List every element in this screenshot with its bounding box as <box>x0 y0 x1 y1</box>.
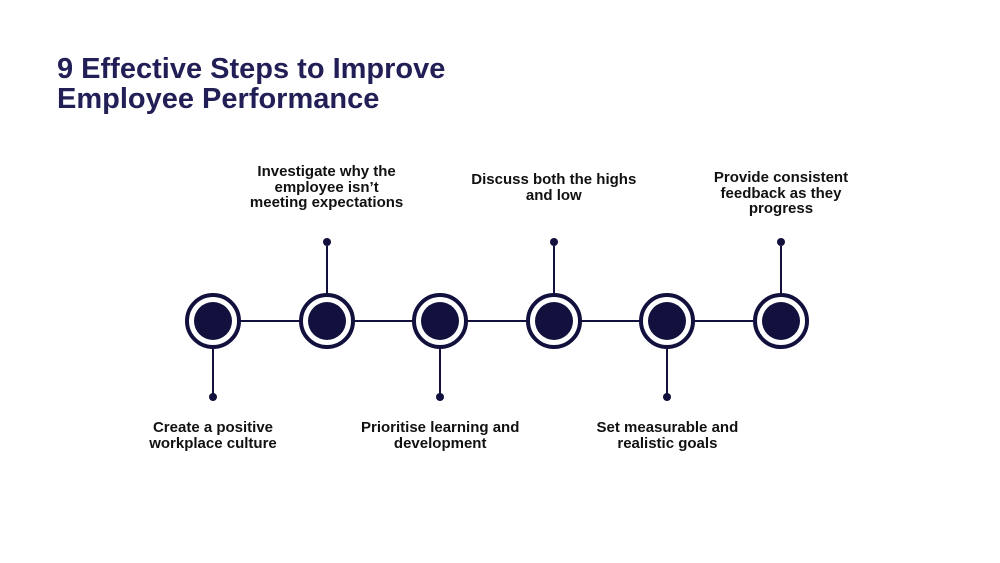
step-circle <box>525 293 582 349</box>
step-stem-dot <box>322 238 331 246</box>
step-stem-dot <box>777 238 785 246</box>
step-label-line: employee isn’t <box>274 178 379 196</box>
page-title: 9 Effective Steps to Improve Employee Pe… <box>57 54 445 114</box>
step-label-line: development <box>393 434 487 452</box>
step-circle-core <box>421 302 460 340</box>
step-label-line: progress <box>748 200 814 217</box>
step-label-line: Create a positive <box>152 419 274 436</box>
step-stem-dot <box>436 393 445 401</box>
step-circle-core <box>307 302 346 340</box>
step-circle-core <box>762 302 800 340</box>
step-label-line: and low <box>525 186 582 204</box>
step-stem-line <box>325 246 328 294</box>
step-label-line: feedback as they <box>720 184 842 202</box>
step-label-line: Prioritise learning and <box>361 419 520 436</box>
step-circle <box>185 293 241 349</box>
step-stem-line <box>666 349 669 395</box>
step-circle <box>298 293 355 349</box>
step-circle-core <box>194 302 232 340</box>
step-circle <box>639 293 696 349</box>
step-circle <box>753 293 809 349</box>
step-label-line: Investigate why the <box>257 163 396 180</box>
step-label-line: meeting expectations <box>249 194 404 211</box>
step-stem-line <box>439 349 442 395</box>
step-stem-dot <box>663 393 672 401</box>
step-circle-core <box>648 302 687 340</box>
step-label-line: Set measurable and <box>596 419 739 436</box>
step-stem-line <box>780 246 782 294</box>
step-stem-dot <box>209 393 217 401</box>
step-stem-dot <box>549 238 558 246</box>
page-title-line-2: Employee Performance <box>57 83 380 115</box>
step-label-line: Provide consistent <box>713 169 849 186</box>
step-circle <box>412 293 469 349</box>
timeline-connector-line <box>213 320 781 322</box>
step-stem-line <box>552 246 555 294</box>
page-title-line-1: 9 Effective Steps to Improve <box>57 53 446 85</box>
step-label-line: Discuss both the highs <box>471 171 637 188</box>
step-circle-core <box>534 302 573 340</box>
step-label-line: realistic goals <box>617 434 718 452</box>
step-stem-line <box>212 349 214 395</box>
step-label-line: workplace culture <box>149 434 277 452</box>
